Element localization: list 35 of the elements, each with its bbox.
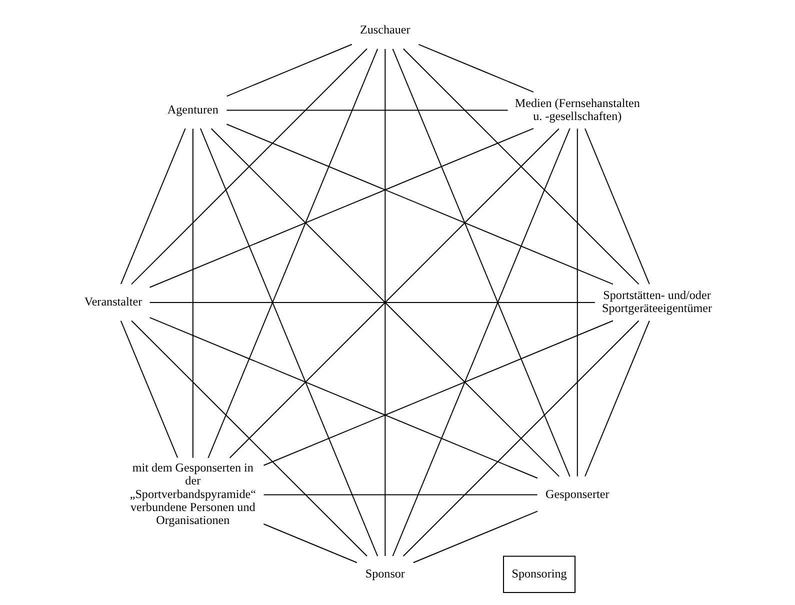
connector	[120, 128, 186, 284]
connector	[226, 44, 352, 97]
connector	[418, 44, 534, 92]
node-text: Veranstalter	[84, 294, 142, 309]
connector	[263, 494, 537, 496]
connector	[130, 320, 367, 557]
node-text: Medien (Fernsehanstalten u. -gesellschaften)	[514, 96, 640, 123]
connector	[584, 128, 650, 284]
connector	[263, 320, 613, 466]
connector	[149, 302, 594, 303]
connector	[226, 110, 508, 111]
connector	[384, 49, 386, 556]
connector	[412, 510, 538, 564]
connector	[207, 48, 378, 458]
connector	[199, 128, 378, 556]
node-box: Sponsoring	[502, 556, 576, 594]
node-text: Zuschauer	[360, 22, 410, 37]
connector	[584, 320, 650, 476]
connector	[149, 317, 538, 479]
connector	[402, 320, 639, 557]
connector	[263, 524, 357, 564]
connector	[149, 128, 534, 288]
connector	[226, 124, 613, 285]
connector	[402, 48, 639, 285]
connector	[120, 320, 178, 458]
node-text: Agenturen	[166, 102, 218, 116]
connector	[392, 128, 570, 556]
node-text: Sponsor	[364, 566, 404, 580]
node-text: Sportstätten- und/oder Sportgeräteeigentümer	[602, 288, 712, 316]
connector	[130, 48, 367, 285]
connector	[392, 48, 570, 477]
node-text: mit dem Gesponserten in der „Sportverbandspyramide“ verbundene Personen und Organisationen	[129, 460, 256, 528]
connector	[192, 128, 193, 458]
node-text: Gesponserter	[545, 486, 609, 501]
connector	[576, 128, 578, 476]
